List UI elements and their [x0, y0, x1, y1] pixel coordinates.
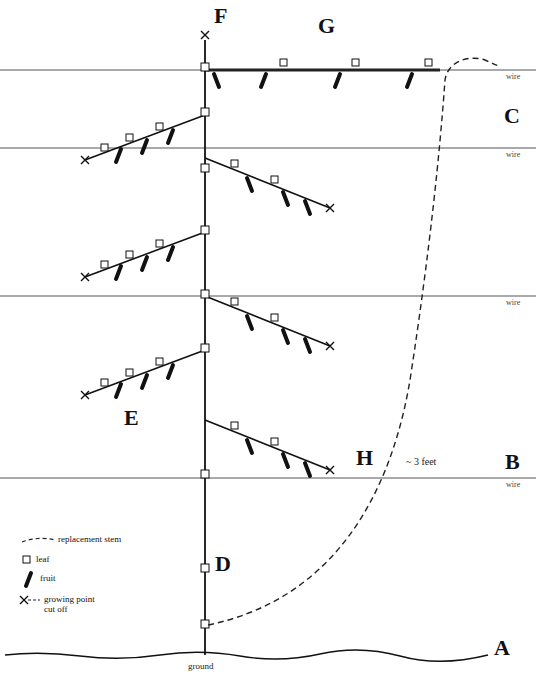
ground-label: ground: [188, 662, 214, 672]
legend-text: fruit: [40, 573, 56, 583]
wire-label: wire: [506, 299, 520, 308]
legend-text: growing point cut off: [44, 594, 104, 615]
part-letter: F: [214, 4, 227, 28]
wire-label: wire: [506, 481, 520, 490]
part-letter: D: [215, 552, 231, 576]
part-letter: G: [318, 14, 335, 38]
part-letter: A: [494, 636, 510, 660]
part-letter: B: [505, 450, 520, 474]
part-letter: H: [356, 446, 373, 470]
dimension: ~ 3 feet: [406, 456, 436, 467]
wire-label: wire: [506, 151, 520, 160]
wire-label: wire: [506, 73, 520, 82]
legend-text: leaf: [36, 554, 50, 564]
part-letter: C: [504, 104, 520, 128]
part-letter: E: [124, 406, 139, 430]
legend-text: replacement stem: [58, 534, 121, 544]
